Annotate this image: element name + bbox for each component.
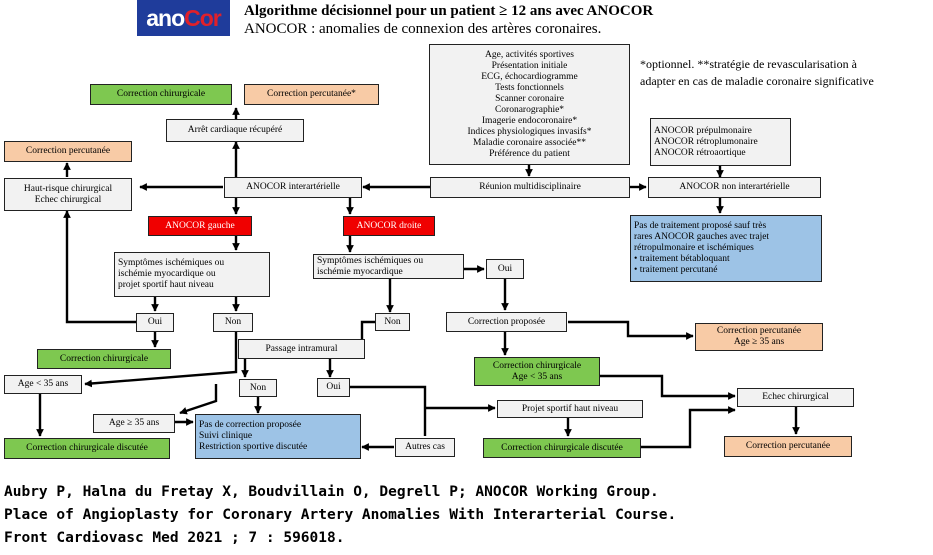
multidisciplinary-meeting-box: Réunion multidisciplinaire: [430, 177, 630, 198]
right-ischemia-criteria-box: Symptômes ischémiques ou ischémie myocar…: [313, 254, 464, 279]
other-cases-box: Autres cas: [395, 438, 455, 457]
interarterial-box: ANOCOR interartérielle: [224, 177, 362, 198]
connector-arrows: [36, 107, 800, 451]
surgical-correction-mid-box: Correction chirurgicale: [37, 349, 171, 369]
diagram-title: Algorithme décisionnel pour un patient ≥…: [244, 3, 654, 19]
age-35-plus-box: Age ≥ 35 ans: [93, 414, 175, 433]
percutaneous-correction-bottom-box: Correction percutanée: [724, 436, 852, 457]
correction-proposed-box: Correction proposée: [446, 312, 567, 332]
right-anocor-box: ANOCOR droite: [343, 216, 435, 236]
no-correction-box: Pas de correction proposée Suivi cliniqu…: [195, 414, 361, 459]
surgical-failure-box: Echec chirurgical: [737, 388, 854, 407]
left-yes-box: Oui: [136, 313, 174, 332]
citation-journal: Front Cardiovasc Med 2021 ; 7 : 596018.: [4, 530, 345, 546]
percutaneous-correction-top-box: Correction percutanée*: [244, 84, 379, 105]
high-surgical-risk-box: Haut-risque chirurgical Echec chirurgica…: [4, 178, 132, 211]
left-no-box: Non: [213, 313, 253, 332]
high-level-sport-project-box: Projet sportif haut niveau: [497, 400, 643, 418]
diagram-subtitle: ANOCOR : anomalies de connexion des artè…: [244, 21, 602, 37]
age-under-35-box: Age < 35 ans: [4, 375, 82, 394]
non-interarterial-treatment-box: Pas de traitement proposé sauf très rare…: [630, 215, 822, 282]
footnote-line-1: *optionnel. **stratégie de revascularisa…: [640, 57, 857, 71]
intramural-no-box: Non: [239, 379, 277, 397]
percutaneous-correction-age-box: Correction percutanée Age ≥ 35 ans: [695, 323, 823, 351]
surgical-correction-age-box: Correction chirurgicale Age < 35 ans: [474, 357, 600, 386]
citation-title: Place of Angioplasty for Coronary Artery…: [4, 507, 677, 523]
percutaneous-correction-left-box: Correction percutanée: [4, 141, 132, 162]
cardiac-arrest-box: Arrêt cardiaque récupéré: [166, 119, 304, 142]
right-yes-box: Oui: [486, 259, 524, 279]
surgical-correction-discussed-right-box: Correction chirurgicale discutée: [483, 438, 641, 458]
surgical-correction-discussed-left-box: Correction chirurgicale discutée: [4, 438, 170, 459]
intramural-passage-box: Passage intramural: [238, 339, 365, 359]
intramural-yes-box: Oui: [317, 378, 350, 397]
non-interarterial-types-box: ANOCOR prépulmonaire ANOCOR rétroplumona…: [650, 118, 791, 166]
surgical-correction-top-box: Correction chirurgicale: [90, 84, 232, 105]
footnote-line-2: adapter en cas de maladie coronaire sign…: [640, 74, 874, 88]
non-interarterial-box: ANOCOR non interartérielle: [648, 177, 821, 198]
workup-box: Age, activités sportives Présentation in…: [429, 44, 630, 165]
right-no-box: Non: [375, 313, 410, 331]
citation: Aubry P, Halna du Fretay X, Boudvillain …: [4, 481, 676, 550]
footnotes: *optionnel. **stratégie de revascularisa…: [640, 56, 930, 90]
left-anocor-box: ANOCOR gauche: [148, 216, 252, 236]
citation-authors: Aubry P, Halna du Fretay X, Boudvillain …: [4, 484, 659, 500]
left-ischemia-criteria-box: Symptômes ischémiques ou ischémie myocar…: [114, 252, 270, 297]
